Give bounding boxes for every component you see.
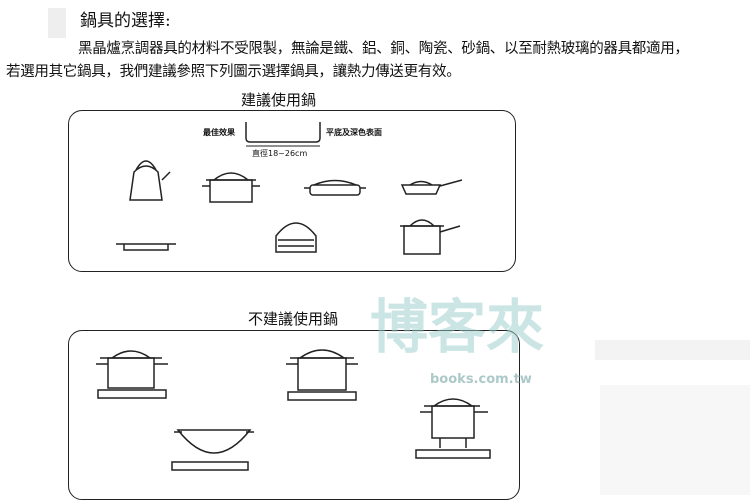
saucepan-icon xyxy=(400,219,461,255)
bad-pot-legs-icon xyxy=(415,398,491,459)
watermark-url: books.com.tw xyxy=(430,372,532,387)
recommended-title: 建議使用鍋 xyxy=(241,91,317,109)
paragraph-line-2: 若選用其它鍋具，我們建議參照下列圖示選擇鍋具，讓熱力傳送更有效。 xyxy=(6,64,461,80)
dome-pot-icon xyxy=(275,222,317,253)
scan-artifact xyxy=(595,340,750,360)
bad-pot-raised-icon xyxy=(96,350,168,399)
label-diameter: 直徑18~26cm xyxy=(252,149,308,158)
griddle-icon xyxy=(116,243,176,251)
not-recommended-title: 不建議使用鍋 xyxy=(248,310,339,328)
watermark-logo: 博客來 xyxy=(370,293,545,361)
section-heading: 鍋具的選擇: xyxy=(80,11,171,31)
bad-wok-icon xyxy=(171,429,254,471)
recommended-box xyxy=(68,110,516,272)
bad-pot-large-icon xyxy=(286,349,358,401)
pot-icon xyxy=(202,172,260,203)
paragraph-line-1: 黑晶爐烹調器具的材料不受限製，無論是鐵、鋁、銅、陶瓷、砂鍋、以至耐熱玻璃的器具都… xyxy=(78,41,689,57)
scan-mark xyxy=(48,8,66,38)
label-flat: 平底及深色表面 xyxy=(326,128,382,137)
ideal-pan-diagram-icon xyxy=(245,122,321,147)
kettle-icon xyxy=(129,160,171,201)
frying-pan-icon xyxy=(400,179,463,195)
scan-artifact xyxy=(600,385,750,495)
label-best: 最佳效果 xyxy=(203,128,235,137)
shallow-pan-icon xyxy=(304,179,366,196)
